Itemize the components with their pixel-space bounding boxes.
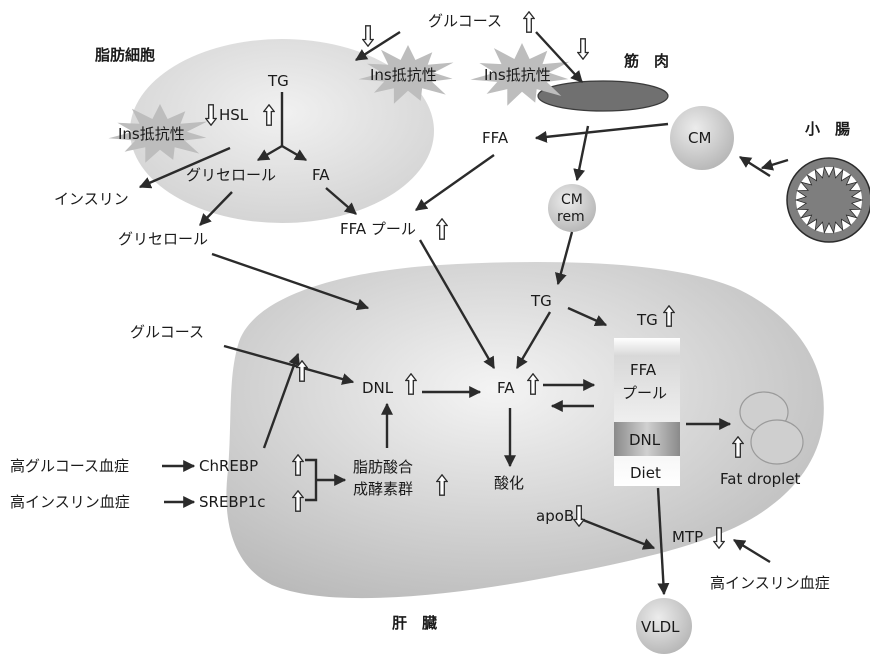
ins-resistance-label-3: Ins抵抗性 <box>118 125 185 143</box>
down-indicator-muscle-insres <box>577 38 589 60</box>
glycerol-inner-label: グリセロール <box>186 166 276 184</box>
enzymes-label-1: 脂肪酸合 <box>353 458 413 476</box>
apob-label: apoB <box>536 507 574 525</box>
glucose-liver-label: グルコース <box>130 323 204 341</box>
adipocyte-title: 脂肪細胞 <box>95 46 155 64</box>
hyperinsulinemia-label-1: 高インスリン血症 <box>10 493 130 511</box>
tg-store-label: TG <box>636 311 658 329</box>
dnl-label: DNL <box>362 379 394 397</box>
srebp1c-label: SREBP1c <box>199 493 266 511</box>
ffa-store-label-2: プール <box>622 384 667 402</box>
cm-label: CM <box>688 129 711 147</box>
ffa-muscle-label: FFA <box>482 129 509 147</box>
ins-resistance-label-1: Ins抵抗性 <box>370 66 437 84</box>
hsl-label: HSL <box>219 106 249 124</box>
fa-adipocyte-label: FA <box>312 166 330 184</box>
pathway-arrows <box>138 30 789 596</box>
ins-resistance-label-2: Ins抵抗性 <box>484 66 551 84</box>
liver-shape <box>226 261 824 599</box>
diagram-labels: 脂肪細胞 筋 肉 小 腸 肝 臓 グルコース Ins抵抗性 Ins抵抗性 Ins… <box>10 12 850 636</box>
hyperglycemia-label: 高グルコース血症 <box>10 457 129 475</box>
hyperinsulinemia-label-2: 高インスリン血症 <box>710 574 830 592</box>
up-indicator-glucose-top <box>523 11 535 33</box>
ins-resistance-burst-3 <box>108 104 208 163</box>
insulin-label: インスリン <box>54 190 129 208</box>
cm-remnant-label-1: CM <box>561 192 583 208</box>
fat-droplet-label: Fat droplet <box>720 470 801 488</box>
intestine-icon <box>786 157 870 243</box>
lipid-storage-column <box>614 338 680 486</box>
enzymes-label-2: 成酵素群 <box>353 480 413 498</box>
cm-remnant-label-2: rem <box>557 209 585 225</box>
cm-particle <box>670 106 734 170</box>
up-indicator-ffa-pool <box>436 218 448 240</box>
muscle-tissue <box>537 80 669 112</box>
muscle-title: 筋 肉 <box>623 52 669 70</box>
cm-remnant-particle <box>548 184 596 232</box>
ins-resistance-burst-2 <box>470 43 570 106</box>
tg-liver-label: TG <box>530 292 552 310</box>
tg-adipocyte-label: TG <box>267 72 289 90</box>
down-indicator-adipo-insres <box>362 25 374 47</box>
vldl-particle <box>636 598 692 654</box>
glucose-top-label: グルコース <box>428 12 502 30</box>
ins-resistance-burst-1 <box>358 45 454 104</box>
dnl-store-label: DNL <box>629 431 661 449</box>
diet-store-label: Diet <box>630 464 661 482</box>
dnl-diet-band <box>614 422 680 456</box>
liver-title: 肝 臓 <box>392 614 437 632</box>
intestine-title: 小 腸 <box>805 120 850 138</box>
ffa-pool-label: FFA プール <box>340 220 416 238</box>
ffa-store-label-1: FFA <box>630 361 657 379</box>
chrebp-label: ChREBP <box>199 457 258 475</box>
fa-liver-label: FA <box>497 379 515 397</box>
glycerol-outer-label: グリセロール <box>118 230 208 248</box>
oxidation-label: 酸化 <box>494 474 524 492</box>
mtp-label: MTP <box>672 528 703 546</box>
vldl-label: VLDL <box>641 618 680 636</box>
fat-droplet-2 <box>750 419 804 465</box>
